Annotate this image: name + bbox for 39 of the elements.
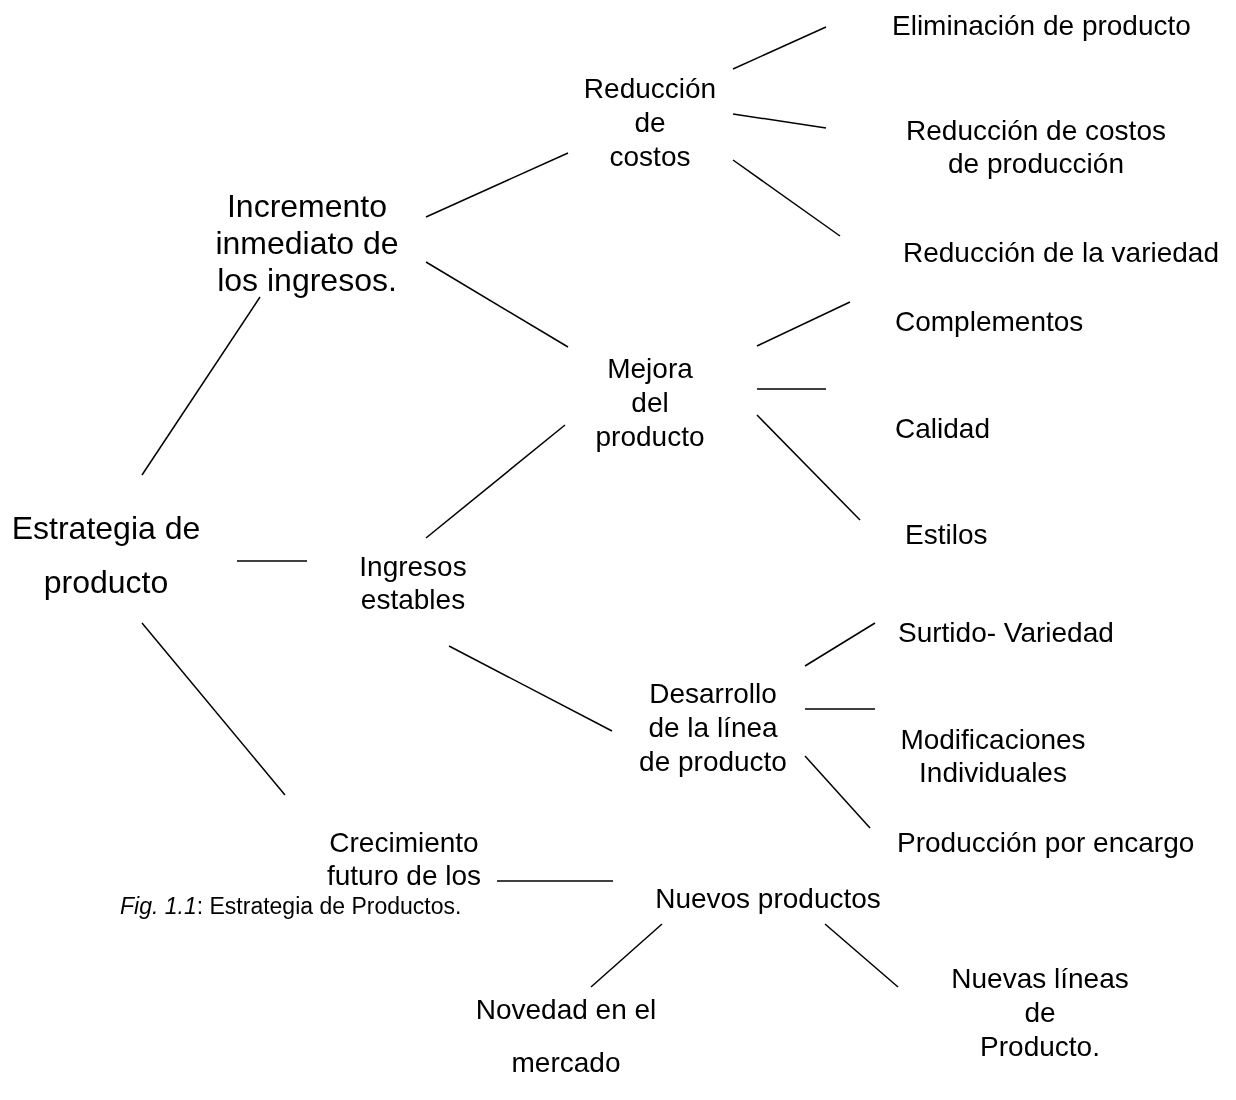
connector-line [824, 923, 899, 988]
branch-label: Ingresos estables [359, 550, 467, 616]
connector-line [756, 414, 861, 521]
branch-label: Producción por encargo [897, 827, 1195, 859]
connector-line [756, 301, 851, 347]
connector-line [732, 159, 841, 237]
connector-line [804, 622, 876, 667]
branch-label: Complementos [895, 306, 1084, 338]
connector-line [732, 113, 827, 129]
branch-label: Surtido- Variedad [898, 617, 1114, 649]
branch-label: Reducción de costos de producción [906, 114, 1166, 180]
connector-line [590, 923, 663, 988]
connector-line [141, 622, 286, 796]
branch-label: Reducción de la variedad [903, 236, 1219, 269]
connector-line [804, 708, 876, 710]
connector-line [425, 261, 569, 348]
connector-line [141, 296, 261, 476]
connector-line [496, 880, 614, 882]
figure-caption: Fig. 1.1: Estrategia de Productos. [120, 893, 462, 920]
connector-line [732, 26, 827, 70]
branch-label: Reducción de costos [583, 72, 717, 174]
connector-line [448, 645, 613, 732]
branch-label: Estrategia de producto [11, 501, 201, 609]
branch-label: Nuevos productos [655, 882, 881, 915]
branch-label: Nuevas líneas de Producto. [951, 962, 1129, 1064]
branch-label: Novedad en el mercado [475, 983, 657, 1089]
branch-label: Calidad [895, 413, 990, 445]
branch-label: Modificaciones Individuales [900, 723, 1086, 789]
connector-line [756, 388, 827, 390]
connector-line [425, 152, 569, 218]
branch-label: Desarrollo de la línea de producto [639, 677, 787, 779]
branch-label: Crecimiento futuro de los [326, 826, 482, 892]
connector-line [804, 755, 871, 829]
connector-line [425, 424, 566, 539]
branch-label: Estilos [905, 519, 988, 551]
branch-label: Eliminación de producto [892, 10, 1191, 42]
branch-label: Incremento inmediato de los ingresos. [215, 188, 399, 299]
connector-line [236, 560, 308, 562]
branch-label: Mejora del producto [595, 352, 705, 454]
